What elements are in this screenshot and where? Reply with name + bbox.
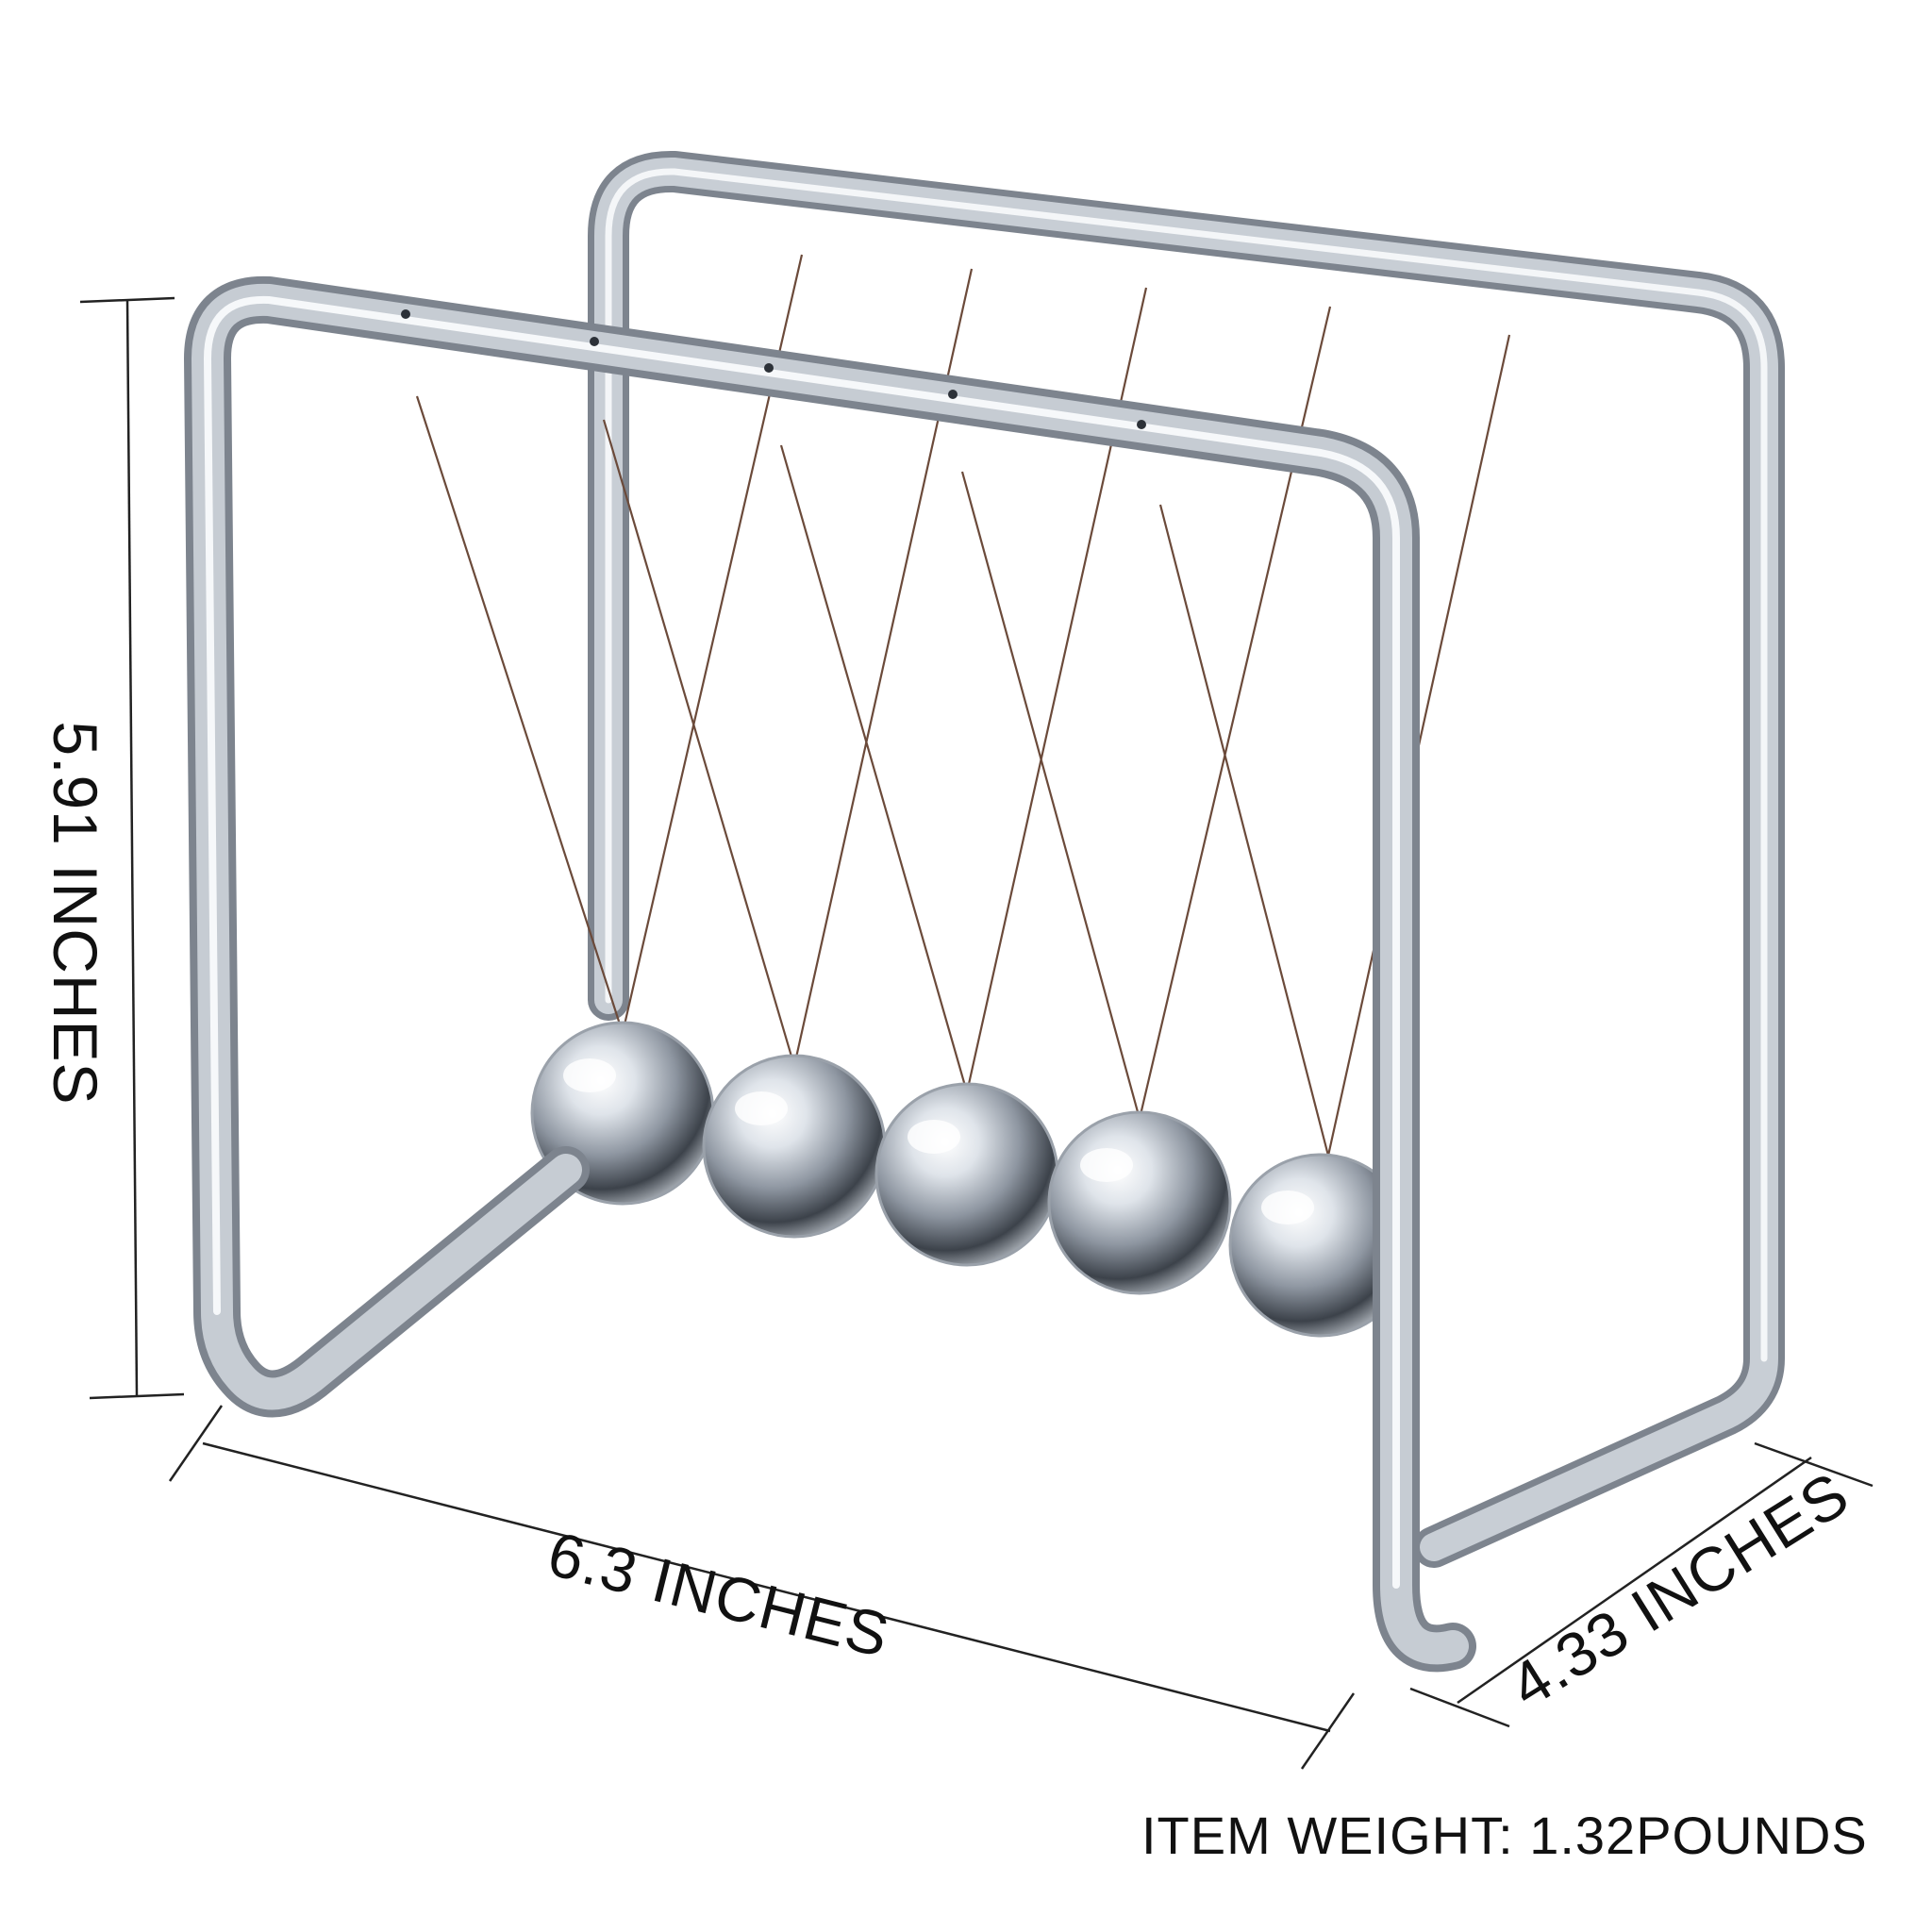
depth-dimension-line [1409, 1441, 1874, 1728]
width-dimension-line [168, 1405, 1356, 1770]
front-frame [184, 275, 1476, 1673]
height-dimension-label: 5.91 INCHES [41, 721, 110, 1106]
height-dimension-line [79, 296, 185, 1400]
ball-3 [874, 1082, 1059, 1267]
ball-5 [1228, 1153, 1413, 1338]
ball-2 [702, 1054, 887, 1239]
ball-4 [1047, 1110, 1232, 1295]
balls [530, 1021, 1413, 1338]
back-frame [588, 150, 1785, 1568]
item-weight-label: ITEM WEIGHT: 1.32POUNDS [1141, 1806, 1868, 1865]
